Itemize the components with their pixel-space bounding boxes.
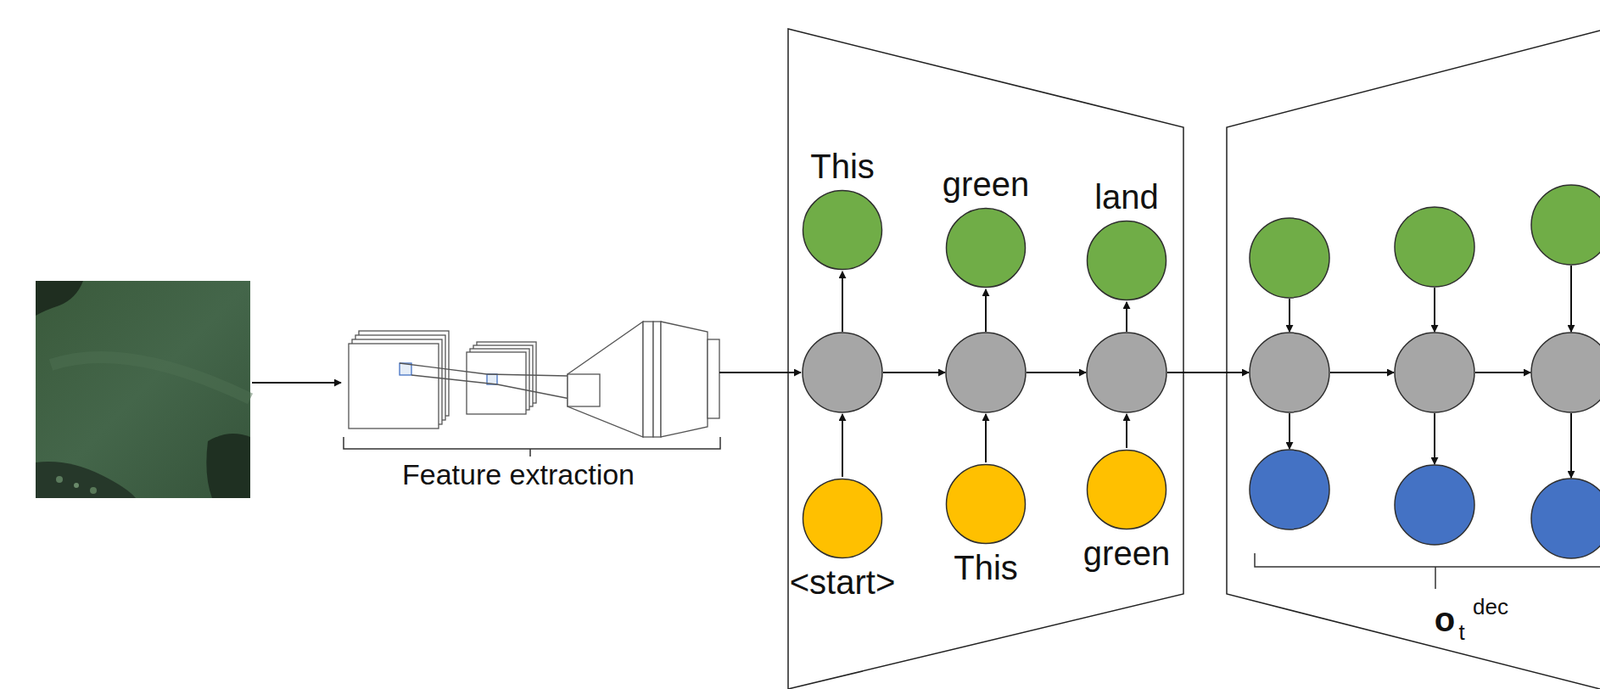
- encoder-outline: [788, 28, 1184, 689]
- section-label: Feature extraction: [402, 458, 635, 492]
- symbol-label: o: [1434, 599, 1455, 639]
- word-label: This: [953, 548, 1019, 588]
- circle-shape: [801, 189, 884, 271]
- word-label: green: [942, 164, 1030, 204]
- word-node: green: [1083, 448, 1170, 573]
- word-node: land: [1085, 177, 1168, 302]
- decoder-output-circles: [1249, 449, 1600, 559]
- input-arrow: [251, 381, 342, 384]
- word-label: <start>: [789, 562, 896, 602]
- word-label: green: [1083, 533, 1170, 573]
- bracket: [343, 436, 721, 457]
- word-node: green: [942, 164, 1030, 289]
- superscript-label: dec: [1472, 594, 1509, 621]
- satellite-image: [35, 280, 251, 498]
- circle-shape: [801, 477, 884, 560]
- bracket: [1254, 553, 1600, 589]
- decoder-input-circles: [1249, 184, 1600, 298]
- circle-shape: [945, 463, 1027, 545]
- subscript-label: t: [1458, 620, 1465, 646]
- rnn-arrows: [842, 265, 1572, 478]
- circle-shape: [1085, 219, 1168, 302]
- word-node: <start>: [789, 477, 896, 602]
- word-label: land: [1094, 177, 1159, 217]
- circle-shape: [945, 206, 1027, 289]
- word-node: This: [945, 463, 1027, 588]
- word-node: This: [801, 146, 884, 271]
- cnn-symbol: [348, 321, 720, 437]
- word-label: This: [810, 146, 875, 186]
- circle-shape: [1085, 448, 1168, 531]
- hidden-state-circles: [802, 332, 1600, 413]
